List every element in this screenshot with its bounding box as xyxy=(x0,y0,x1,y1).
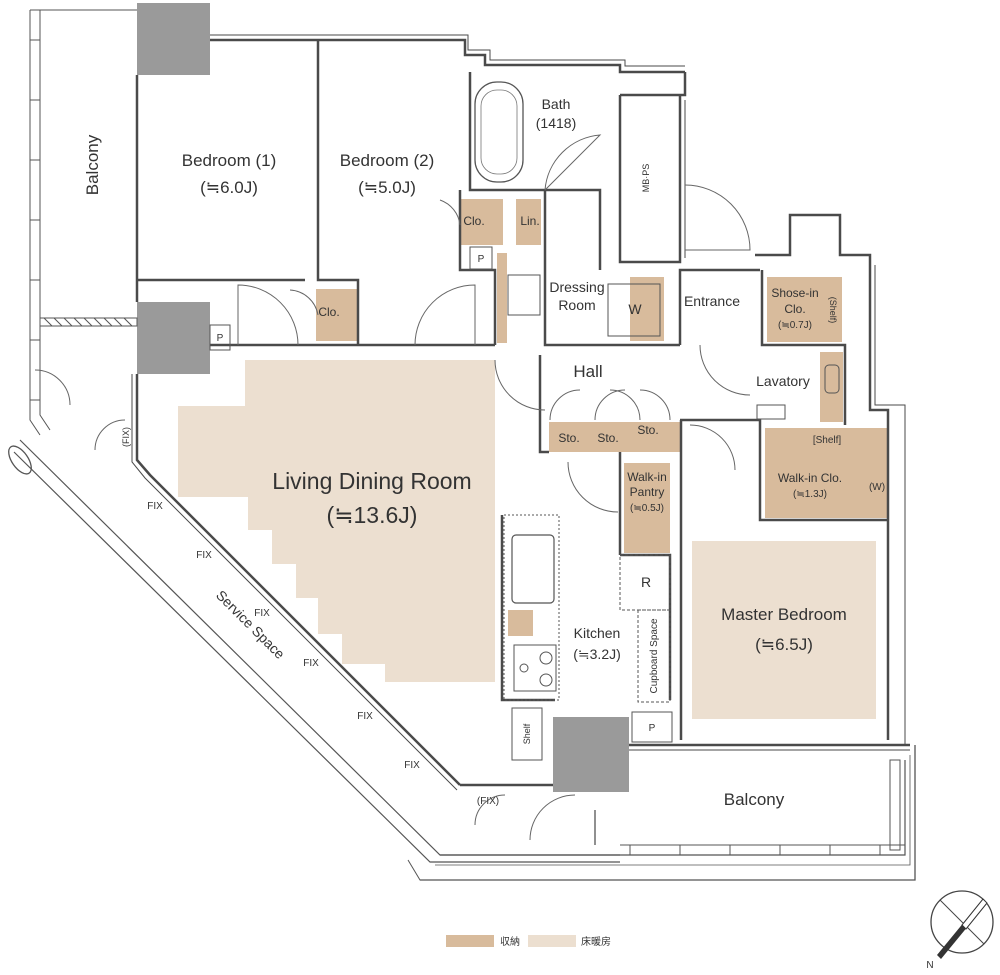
fix-label-1: FIX xyxy=(147,501,163,512)
p-box-3 xyxy=(631,711,673,743)
kitchen-sink xyxy=(511,534,555,604)
column-top-left xyxy=(137,3,210,75)
west-drain xyxy=(8,445,32,475)
pantry-size: (≒0.5J) xyxy=(630,503,664,514)
dressing-line1: Dressing xyxy=(549,279,604,295)
storage-dressing xyxy=(497,253,507,343)
shelf xyxy=(511,707,543,761)
lin-label: Lin. xyxy=(520,214,539,228)
p-box-2 xyxy=(209,324,231,351)
hall-label: Hall xyxy=(573,362,602,381)
balcony-south-railing xyxy=(594,759,905,855)
bathtub xyxy=(474,81,524,183)
bedroom2-size: (≒5.0J) xyxy=(358,178,416,197)
sto-label-1: Sto. xyxy=(558,431,579,445)
shelf-label: Shelf xyxy=(522,723,532,744)
balcony-south-label: Balcony xyxy=(724,790,785,809)
column-bottom xyxy=(553,717,629,792)
legend-storage-label: 収納 xyxy=(500,935,520,948)
p-box-1 xyxy=(469,246,493,270)
storage-lin xyxy=(516,199,541,245)
shoe-line2: Clo. xyxy=(784,302,805,316)
fix-label-2: FIX xyxy=(196,550,212,561)
balcony-west-label: Balcony xyxy=(83,134,102,195)
bedroom1-size: (≒6.0J) xyxy=(200,178,258,197)
storage-clo-bed1 xyxy=(316,289,358,341)
fix-label-4: FIX xyxy=(303,658,319,669)
storage-clo-bed2 xyxy=(460,199,503,245)
sto-label-3: Sto. xyxy=(637,423,658,437)
master-name: Master Bedroom xyxy=(721,605,847,624)
dressing-line2: Room xyxy=(558,297,595,313)
legend-storage-swatch xyxy=(446,935,494,947)
fix-label-6: FIX xyxy=(404,760,420,771)
storage-walkin-clo xyxy=(765,428,888,518)
shoe-line1: Shose-in xyxy=(771,286,818,300)
washer-label: W xyxy=(628,301,642,317)
legend-floor-label: 床暖房 xyxy=(581,935,611,948)
column-mid-left xyxy=(137,302,210,374)
walkin-shelf: [Shelf] xyxy=(813,435,842,446)
compass: N xyxy=(926,890,994,971)
storage-shoe xyxy=(767,277,842,342)
lavatory-label: Lavatory xyxy=(756,373,810,389)
storage-kitchen-small xyxy=(508,610,533,636)
toilet xyxy=(824,364,840,394)
storage-washer xyxy=(630,277,664,341)
master-size: (≒6.5J) xyxy=(755,635,813,654)
shoe-size: (≒0.7J) xyxy=(778,320,812,331)
compass-circle xyxy=(930,890,994,954)
storage-sto-row xyxy=(549,422,681,452)
fix-paren-label-1: (FIX) xyxy=(121,427,131,447)
clo-label-2: Clo. xyxy=(318,305,339,319)
mbps-label: MB·PS xyxy=(641,164,651,193)
clo-label-1: Clo. xyxy=(463,214,484,228)
walls xyxy=(131,34,910,791)
pantry-line2: Pantry xyxy=(630,485,665,499)
cupboard-label: Cupboard Space xyxy=(649,618,660,693)
cupboard-space xyxy=(637,609,671,703)
door-swings xyxy=(34,134,751,841)
shoe-shelf: (Shelf) xyxy=(828,297,838,324)
entrance-label: Entrance xyxy=(684,293,740,309)
fix-paren-label-2: (FIX) xyxy=(477,796,499,807)
legend: 収納 床暖房 xyxy=(446,935,611,948)
bedroom2-name: Bedroom (2) xyxy=(340,151,434,170)
floor-heating-master xyxy=(692,541,876,719)
refrigerator-label: R xyxy=(641,574,651,590)
p-label-2: P xyxy=(217,333,224,344)
bedroom1-name: Bedroom (1) xyxy=(182,151,276,170)
walkin-w: (W) xyxy=(869,482,885,493)
walkin-size: (≒1.3J) xyxy=(793,489,827,500)
sto-label-2: Sto. xyxy=(597,431,618,445)
fix-label-3: FIX xyxy=(254,608,270,619)
kitchen-name: Kitchen xyxy=(574,625,621,641)
service-space-outline xyxy=(13,439,916,881)
fix-label-5: FIX xyxy=(357,711,373,722)
p-label-1: P xyxy=(478,254,485,265)
bath-name: Bath xyxy=(542,96,571,112)
storage-walkin-pantry xyxy=(624,463,670,553)
compass-label: N xyxy=(926,960,933,971)
ldr-size: (≒13.6J) xyxy=(327,502,418,528)
stove xyxy=(513,644,557,692)
storage-lavatory xyxy=(820,352,843,422)
floor-heating-area xyxy=(178,360,495,682)
pantry-line1: Walk-in xyxy=(627,470,667,484)
balcony-west-railing xyxy=(29,9,138,436)
service-space-label: Service Space xyxy=(213,587,288,662)
kitchen-size: (≒3.2J) xyxy=(573,646,621,662)
washer-machine xyxy=(607,283,661,337)
walkin-name: Walk-in Clo. xyxy=(778,471,842,485)
washbasin xyxy=(507,274,541,316)
ldr-name: Living Dining Room xyxy=(272,468,471,494)
p-label-3: P xyxy=(649,723,656,734)
legend-floor-swatch xyxy=(528,935,576,947)
bath-size: (1418) xyxy=(536,115,576,131)
